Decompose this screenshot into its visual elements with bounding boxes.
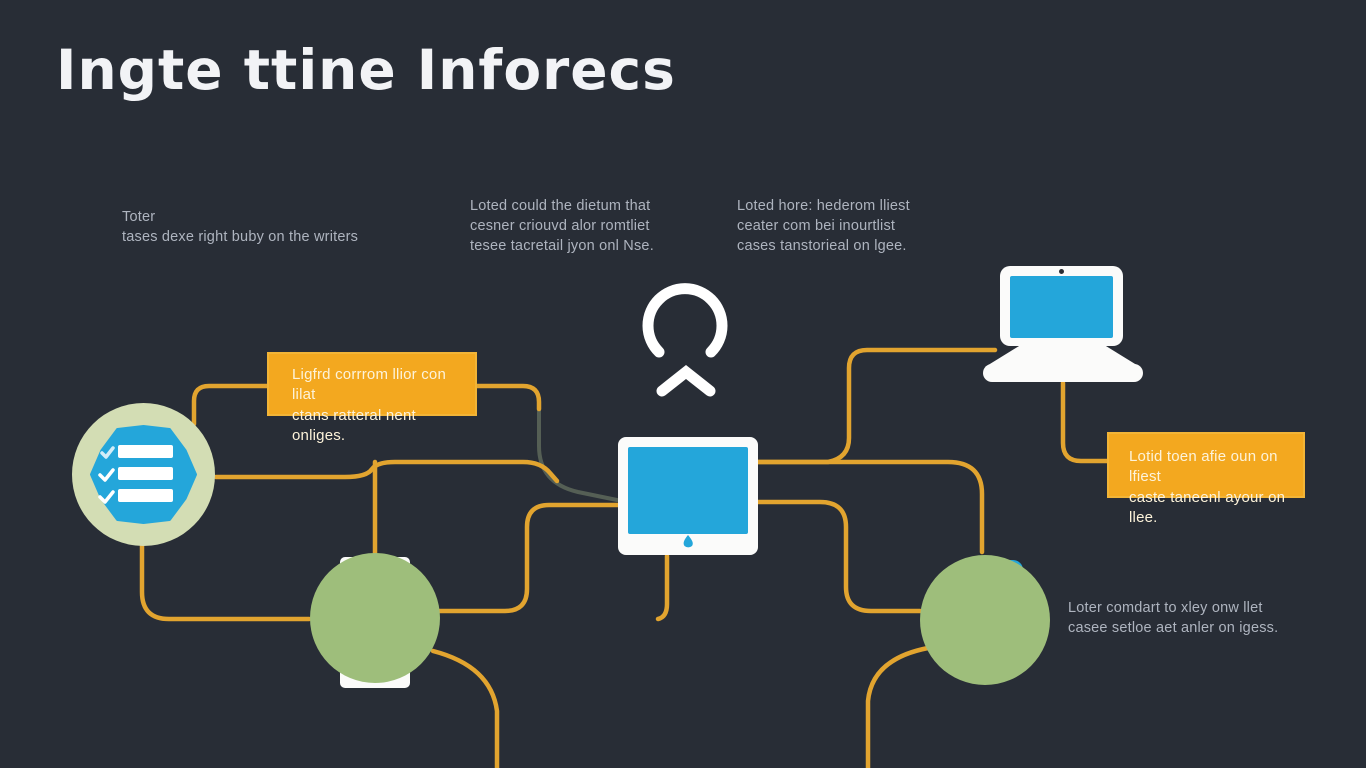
note-line: tases dexe right buby on the writers — [122, 229, 359, 245]
connector-monitor-to-tower — [434, 502, 621, 614]
connector-laptop-to-callout2 — [1060, 380, 1111, 464]
check-mark-icon — [98, 490, 115, 504]
callout-box-right: Lotid toen afie oun on lfiest caste tane… — [1107, 432, 1305, 526]
note-line: Toter — [122, 209, 156, 225]
monitor-icon — [618, 437, 758, 555]
connector-checklist-to-center — [213, 459, 560, 484]
droplet-icon — [683, 535, 693, 548]
note-line: cases tanstorieal on lgee. — [737, 238, 907, 254]
connector-monitor-to-tablet-left — [755, 499, 923, 614]
callout-line: caste taneenl ayour on llee. — [1129, 488, 1286, 526]
connector-tower-down — [430, 648, 500, 768]
laptop-screen — [1010, 276, 1113, 338]
monitor-screen — [628, 447, 748, 534]
callout-box-left: Ligfrd corrrom llior con lilat ctans rat… — [267, 352, 477, 444]
chevron-up-icon — [656, 364, 716, 397]
note-line: Loted hore: hederom lliest — [737, 198, 910, 214]
note-block-4: Loter comdart to xley onw llet casee set… — [1068, 598, 1278, 638]
connector-monitor-stand — [655, 553, 670, 622]
person-icon — [642, 283, 728, 397]
checklist-badge-icon — [72, 403, 215, 546]
page-title: Ingte ttine Inforecs — [56, 38, 676, 102]
list-line — [118, 489, 173, 502]
note-line: casee setloe aet anler on igess. — [1068, 620, 1279, 636]
tablet-icon — [920, 555, 1050, 685]
note-line: tesee tacretail jyon onl Nse. — [470, 238, 654, 254]
tower-circle-bg — [310, 553, 440, 683]
callout-line: Ligfrd corrrom llior con lilat — [292, 366, 447, 404]
laptop-icon — [980, 260, 1150, 390]
check-mark-icon — [98, 468, 115, 482]
callout-line: ctans ratteral nent onliges. — [292, 406, 416, 444]
note-block-1: Toter tases dexe right buby on the write… — [122, 207, 358, 247]
connector-tablet-down — [865, 645, 931, 768]
note-block-3: Loted hore: hederom lliest ceater com be… — [737, 196, 910, 256]
check-mark-icon — [100, 446, 115, 459]
connector-monitor-to-tablet-top — [755, 459, 985, 555]
note-block-2: Loted could the dietum that cesner criou… — [470, 196, 654, 256]
checklist-blob — [90, 425, 197, 524]
note-line: cesner criouvd alor romtliet — [470, 218, 650, 234]
connector-checklist-to-callout1 — [191, 383, 270, 427]
list-line — [118, 467, 173, 480]
connector-callout1-right — [474, 383, 542, 412]
person-head-ring — [642, 283, 728, 358]
note-line: ceater com bei inourtlist — [737, 218, 896, 234]
connector-checklist-to-tower — [139, 537, 312, 622]
list-line — [118, 445, 173, 458]
computer-tower-icon — [310, 553, 440, 688]
connector-monitor-to-laptop — [755, 347, 998, 465]
connector-gray-curve — [537, 398, 619, 502]
tablet-circle-bg — [920, 555, 1050, 685]
note-line: Loter comdart to xley onw llet — [1068, 600, 1263, 616]
laptop-base — [983, 364, 1143, 382]
callout-line: Lotid toen afie oun on lfiest — [1129, 448, 1278, 486]
note-line: Loted could the dietum that — [470, 198, 651, 214]
laptop-keyboard-deck — [985, 346, 1140, 367]
webcam-dot-icon — [1059, 269, 1064, 274]
